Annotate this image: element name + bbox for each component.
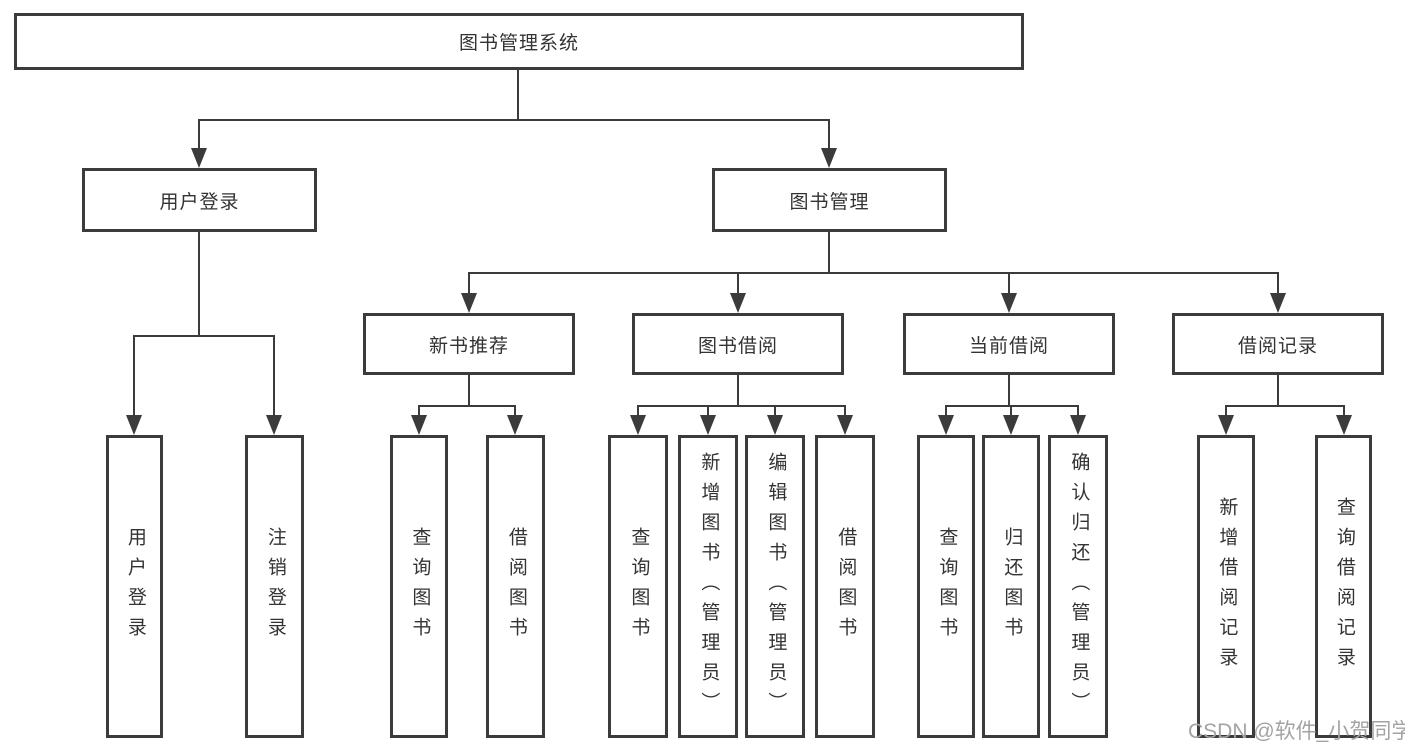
leaf-borrow-add-books-admin-label: 新增图书（管理员）: [698, 451, 720, 722]
arrowhead-down: [1070, 415, 1086, 435]
arrowhead-down: [630, 415, 646, 435]
leaf-current-return-books: 归还图书: [982, 435, 1040, 738]
node-root-label: 图书管理系统: [458, 33, 579, 54]
arrowhead-down: [411, 415, 427, 435]
leaf-logout-label: 注销登录: [264, 526, 286, 647]
connector-vline: [945, 405, 947, 417]
arrowhead-down: [1218, 415, 1234, 435]
connector-vline: [1010, 405, 1012, 417]
node-book-borrow-label: 图书借阅: [697, 335, 778, 357]
leaf-recommend-borrow-books-label: 借阅图书: [505, 526, 527, 647]
arrowhead-down: [191, 148, 207, 168]
node-current-borrow-label: 当前借阅: [968, 335, 1049, 357]
connector-vline: [1008, 272, 1010, 293]
connector-hline: [945, 405, 1079, 407]
connector-vline: [468, 272, 470, 293]
leaf-current-confirm-return-admin-label: 确认归还（管理员）: [1068, 451, 1090, 722]
arrowhead-down: [1270, 293, 1286, 313]
leaf-user-login: 用户登录: [106, 435, 163, 738]
connector-vline: [1077, 405, 1079, 417]
connector-vline: [737, 375, 739, 406]
arrowhead-down: [700, 415, 716, 435]
arrowhead-down: [126, 415, 142, 435]
node-book-borrow: 图书借阅: [632, 313, 844, 375]
node-root: 图书管理系统: [14, 13, 1024, 70]
node-borrow-record: 借阅记录: [1172, 313, 1384, 375]
leaf-record-add-borrow-record: 新增借阅记录: [1197, 435, 1255, 738]
node-user-login: 用户登录: [82, 168, 317, 232]
connector-vline: [198, 232, 200, 336]
leaf-borrow-edit-books-admin: 编辑图书（管理员）: [745, 435, 805, 738]
arrowhead-down: [461, 293, 477, 313]
connector-vline: [828, 232, 830, 273]
leaf-borrow-query-books-label: 查询图书: [628, 526, 650, 647]
connector-vline: [418, 405, 420, 417]
arrowhead-down: [1336, 415, 1352, 435]
connector-hline: [1225, 405, 1345, 407]
connector-vline: [844, 405, 846, 417]
leaf-current-query-books: 查询图书: [917, 435, 975, 738]
leaf-borrow-query-books: 查询图书: [608, 435, 668, 738]
node-book-management: 图书管理: [712, 168, 947, 232]
connector-vline: [707, 405, 709, 417]
arrowhead-down: [821, 148, 837, 168]
arrowhead-down: [938, 415, 954, 435]
arrowhead-down: [767, 415, 783, 435]
arrowhead-down: [507, 415, 523, 435]
node-user-login-label: 用户登录: [159, 191, 240, 213]
connector-vline: [1225, 405, 1227, 417]
connector-vline: [514, 405, 516, 417]
leaf-record-add-borrow-record-label: 新增借阅记录: [1216, 496, 1238, 677]
connector-vline: [637, 405, 639, 417]
connector-vline: [1008, 375, 1010, 406]
arrowhead-down: [837, 415, 853, 435]
connector-vline: [468, 375, 470, 406]
connector-vline: [1277, 375, 1279, 406]
leaf-borrow-borrow-books-label: 借阅图书: [835, 526, 857, 647]
arrowhead-down: [1003, 415, 1019, 435]
leaf-logout: 注销登录: [245, 435, 304, 738]
leaf-current-query-books-label: 查询图书: [936, 526, 958, 647]
connector-hline: [133, 335, 275, 337]
leaf-recommend-borrow-books: 借阅图书: [486, 435, 545, 738]
connector-vline: [737, 272, 739, 293]
connector-vline: [198, 119, 200, 148]
leaf-borrow-add-books-admin: 新增图书（管理员）: [678, 435, 738, 738]
leaf-record-query-borrow-record-label: 查询借阅记录: [1333, 496, 1355, 677]
leaf-user-login-label: 用户登录: [124, 526, 146, 647]
csdn-watermark: CSDN @软件_小贺同学: [1188, 720, 1405, 743]
leaf-current-return-books-label: 归还图书: [1001, 526, 1023, 647]
arrowhead-down: [730, 293, 746, 313]
connector-vline: [1343, 405, 1345, 417]
connector-vline: [133, 335, 135, 415]
connector-vline: [828, 119, 830, 148]
connector-vline: [774, 405, 776, 417]
node-current-borrow: 当前借阅: [903, 313, 1115, 375]
connector-hline: [198, 119, 830, 121]
arrowhead-down: [1001, 293, 1017, 313]
arrowhead-down: [266, 415, 282, 435]
leaf-recommend-query-books: 查询图书: [390, 435, 448, 738]
leaf-borrow-borrow-books: 借阅图书: [815, 435, 875, 738]
node-new-book-recommend: 新书推荐: [363, 313, 575, 375]
connector-vline: [1277, 272, 1279, 293]
leaf-recommend-query-books-label: 查询图书: [409, 526, 431, 647]
node-book-management-label: 图书管理: [789, 191, 870, 213]
leaf-record-query-borrow-record: 查询借阅记录: [1315, 435, 1372, 738]
connector-vline: [273, 335, 275, 415]
connector-vline: [517, 70, 519, 120]
connector-hline: [468, 272, 1279, 274]
node-borrow-record-label: 借阅记录: [1237, 335, 1318, 357]
leaf-borrow-edit-books-admin-label: 编辑图书（管理员）: [765, 451, 787, 722]
node-new-book-recommend-label: 新书推荐: [428, 335, 509, 357]
connector-hline: [418, 405, 516, 407]
leaf-current-confirm-return-admin: 确认归还（管理员）: [1048, 435, 1108, 738]
connector-hline: [637, 405, 846, 407]
